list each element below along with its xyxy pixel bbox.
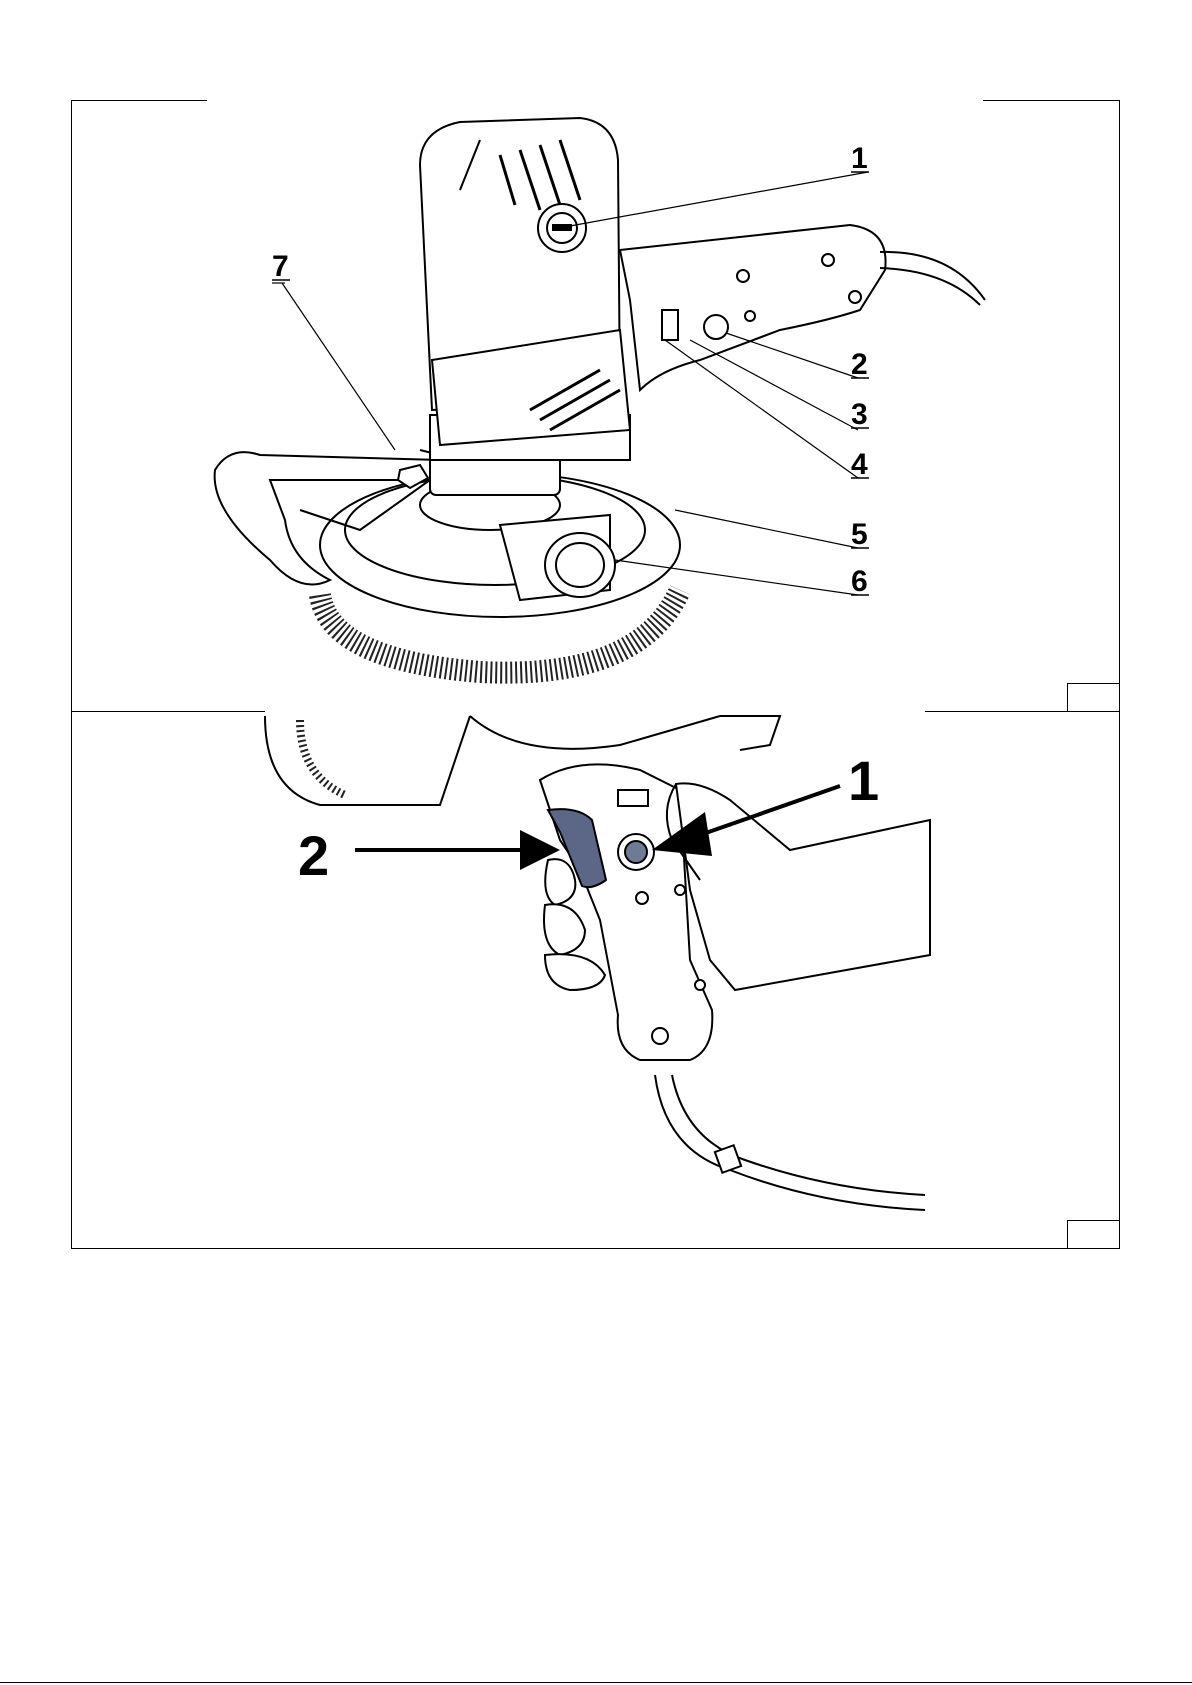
callout-a-7: 7 [272,250,289,283]
callout-b-2: 2 [298,824,329,887]
switch [662,310,678,340]
callout-a-2: 2 [851,348,868,381]
callout-a-4: 4 [851,448,868,481]
page-bottom-rule [0,1682,1192,1683]
callout-a-3: 3 [851,398,868,431]
callout-a-6: 6 [851,565,868,598]
callout-b-1: 1 [848,749,879,812]
rear-handle [620,225,886,390]
lock-button [704,315,728,339]
grinder-illustration [215,118,985,673]
hand [676,783,930,990]
callout-a-1: 1 [851,142,868,175]
brush-ring-partial [265,716,470,805]
callout-a-5: 5 [851,518,868,551]
